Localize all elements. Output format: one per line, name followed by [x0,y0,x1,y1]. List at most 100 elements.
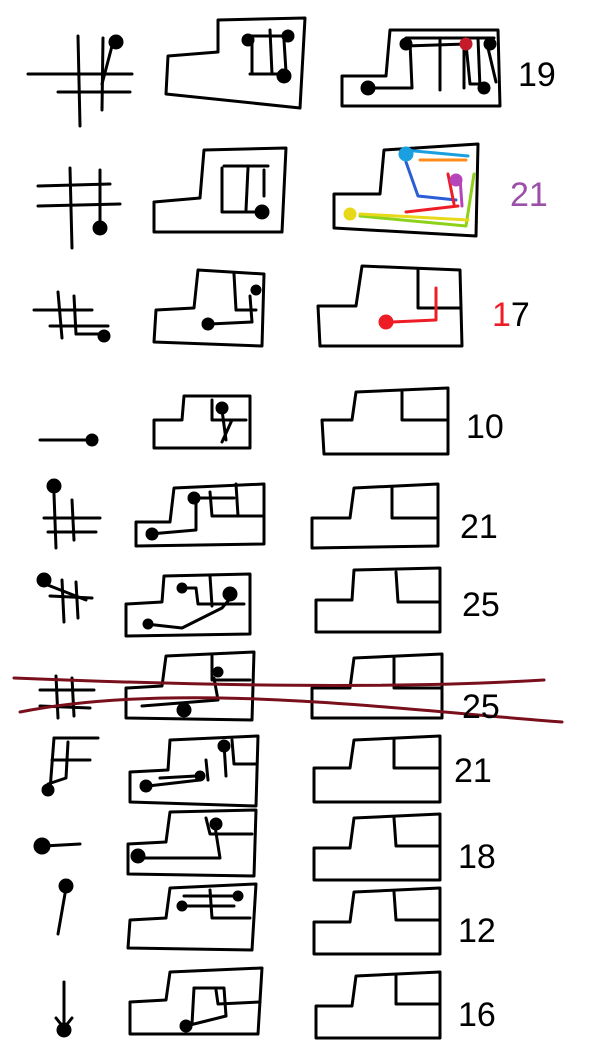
end-dot [176,900,188,912]
end-dot [36,572,52,588]
floor-plan-path [312,886,442,956]
floor-plan-path [126,808,258,878]
end-dot [33,837,51,855]
colored-path [404,204,460,214]
score-row-10: 12 [458,912,496,950]
end-dot [222,586,238,602]
floor-plan-path [320,386,450,456]
end-dot [209,817,223,831]
end-dot [201,317,215,331]
end-dot [194,770,206,782]
row-8 [41,734,442,808]
colored-path [404,160,458,202]
floor-plan-path [312,812,442,882]
end-dot [85,433,99,447]
floor-plan-path [126,882,258,952]
end-dot [41,783,55,797]
move-diagram [38,674,96,720]
strike-line [18,696,564,724]
floor-plan-path [152,268,266,348]
floor-plan-path [314,970,442,1040]
end-dot [254,204,270,220]
end-dot [232,890,244,902]
score-row-5: 21 [460,508,498,546]
floor-plan-path [310,652,444,720]
end-dot [179,1019,193,1033]
score-row-7: 25 [462,688,500,726]
move-diagram [36,166,122,250]
strike-line [12,676,546,687]
end-dot [92,220,108,236]
score-row-3: 17 [492,296,530,334]
row-7 [38,650,444,722]
end-dot [281,29,295,43]
end-dot [46,478,62,494]
move-diagram [32,290,110,340]
score-row-8: 21 [454,752,492,790]
row-4 [38,386,450,456]
floor-plan-path [152,394,252,450]
colored-path [446,172,456,206]
score-row-11: 16 [458,996,496,1034]
score-row-6: 25 [462,586,500,624]
floor-plan-path [310,482,440,550]
score-row-9: 18 [458,838,496,876]
score-row-3-second: 7 [511,296,530,334]
end-dot [483,37,497,51]
end-dot [97,329,111,343]
end-dot [250,284,262,296]
move-diagram [46,736,100,792]
end-dot [142,618,154,630]
floor-plan-path [152,146,288,234]
end-dot [449,173,463,187]
floor-plan-path [128,734,260,808]
move-diagram [26,34,134,128]
end-dot [399,37,413,51]
end-dot [187,491,201,505]
score-row-3-first: 1 [492,296,511,334]
floor-plan-path [312,734,442,804]
end-dot [212,666,224,678]
score-row-4: 10 [466,408,504,446]
row-1 [26,16,502,128]
end-dot [217,739,231,753]
floor-plan-path [164,16,307,110]
end-dot [378,314,394,330]
end-dot [56,1022,72,1038]
end-dot [343,207,357,221]
row-6 [36,566,442,638]
floor-plan-path [314,566,442,634]
move-diagram [56,886,68,936]
end-dot [459,37,473,51]
score-row-1: 19 [518,56,556,94]
colored-path [402,148,470,158]
end-dot [176,702,192,718]
colored-path [358,172,476,228]
colored-path [358,212,470,222]
row-10 [56,878,442,956]
floor-plan-path [340,28,502,108]
end-dot [176,582,188,594]
floor-plan-path [316,264,464,348]
end-dot [360,80,376,96]
end-dot [215,401,229,415]
move-diagram [42,492,102,550]
end-dot [276,68,292,84]
colored-path [390,286,438,324]
floor-plan-path [128,966,264,1036]
end-dot [130,848,146,864]
floor-plan-path [134,482,266,548]
end-dot [108,34,124,50]
score-row-2: 21 [510,176,548,214]
end-dot [477,81,491,95]
end-dot [241,33,255,47]
end-dot [398,146,414,162]
floor-plan-path [332,142,480,238]
row-3 [32,264,464,348]
end-dot [58,878,74,894]
row-5 [42,478,440,550]
row-11 [54,966,442,1040]
row-9 [33,808,442,882]
row-2 [36,142,480,250]
